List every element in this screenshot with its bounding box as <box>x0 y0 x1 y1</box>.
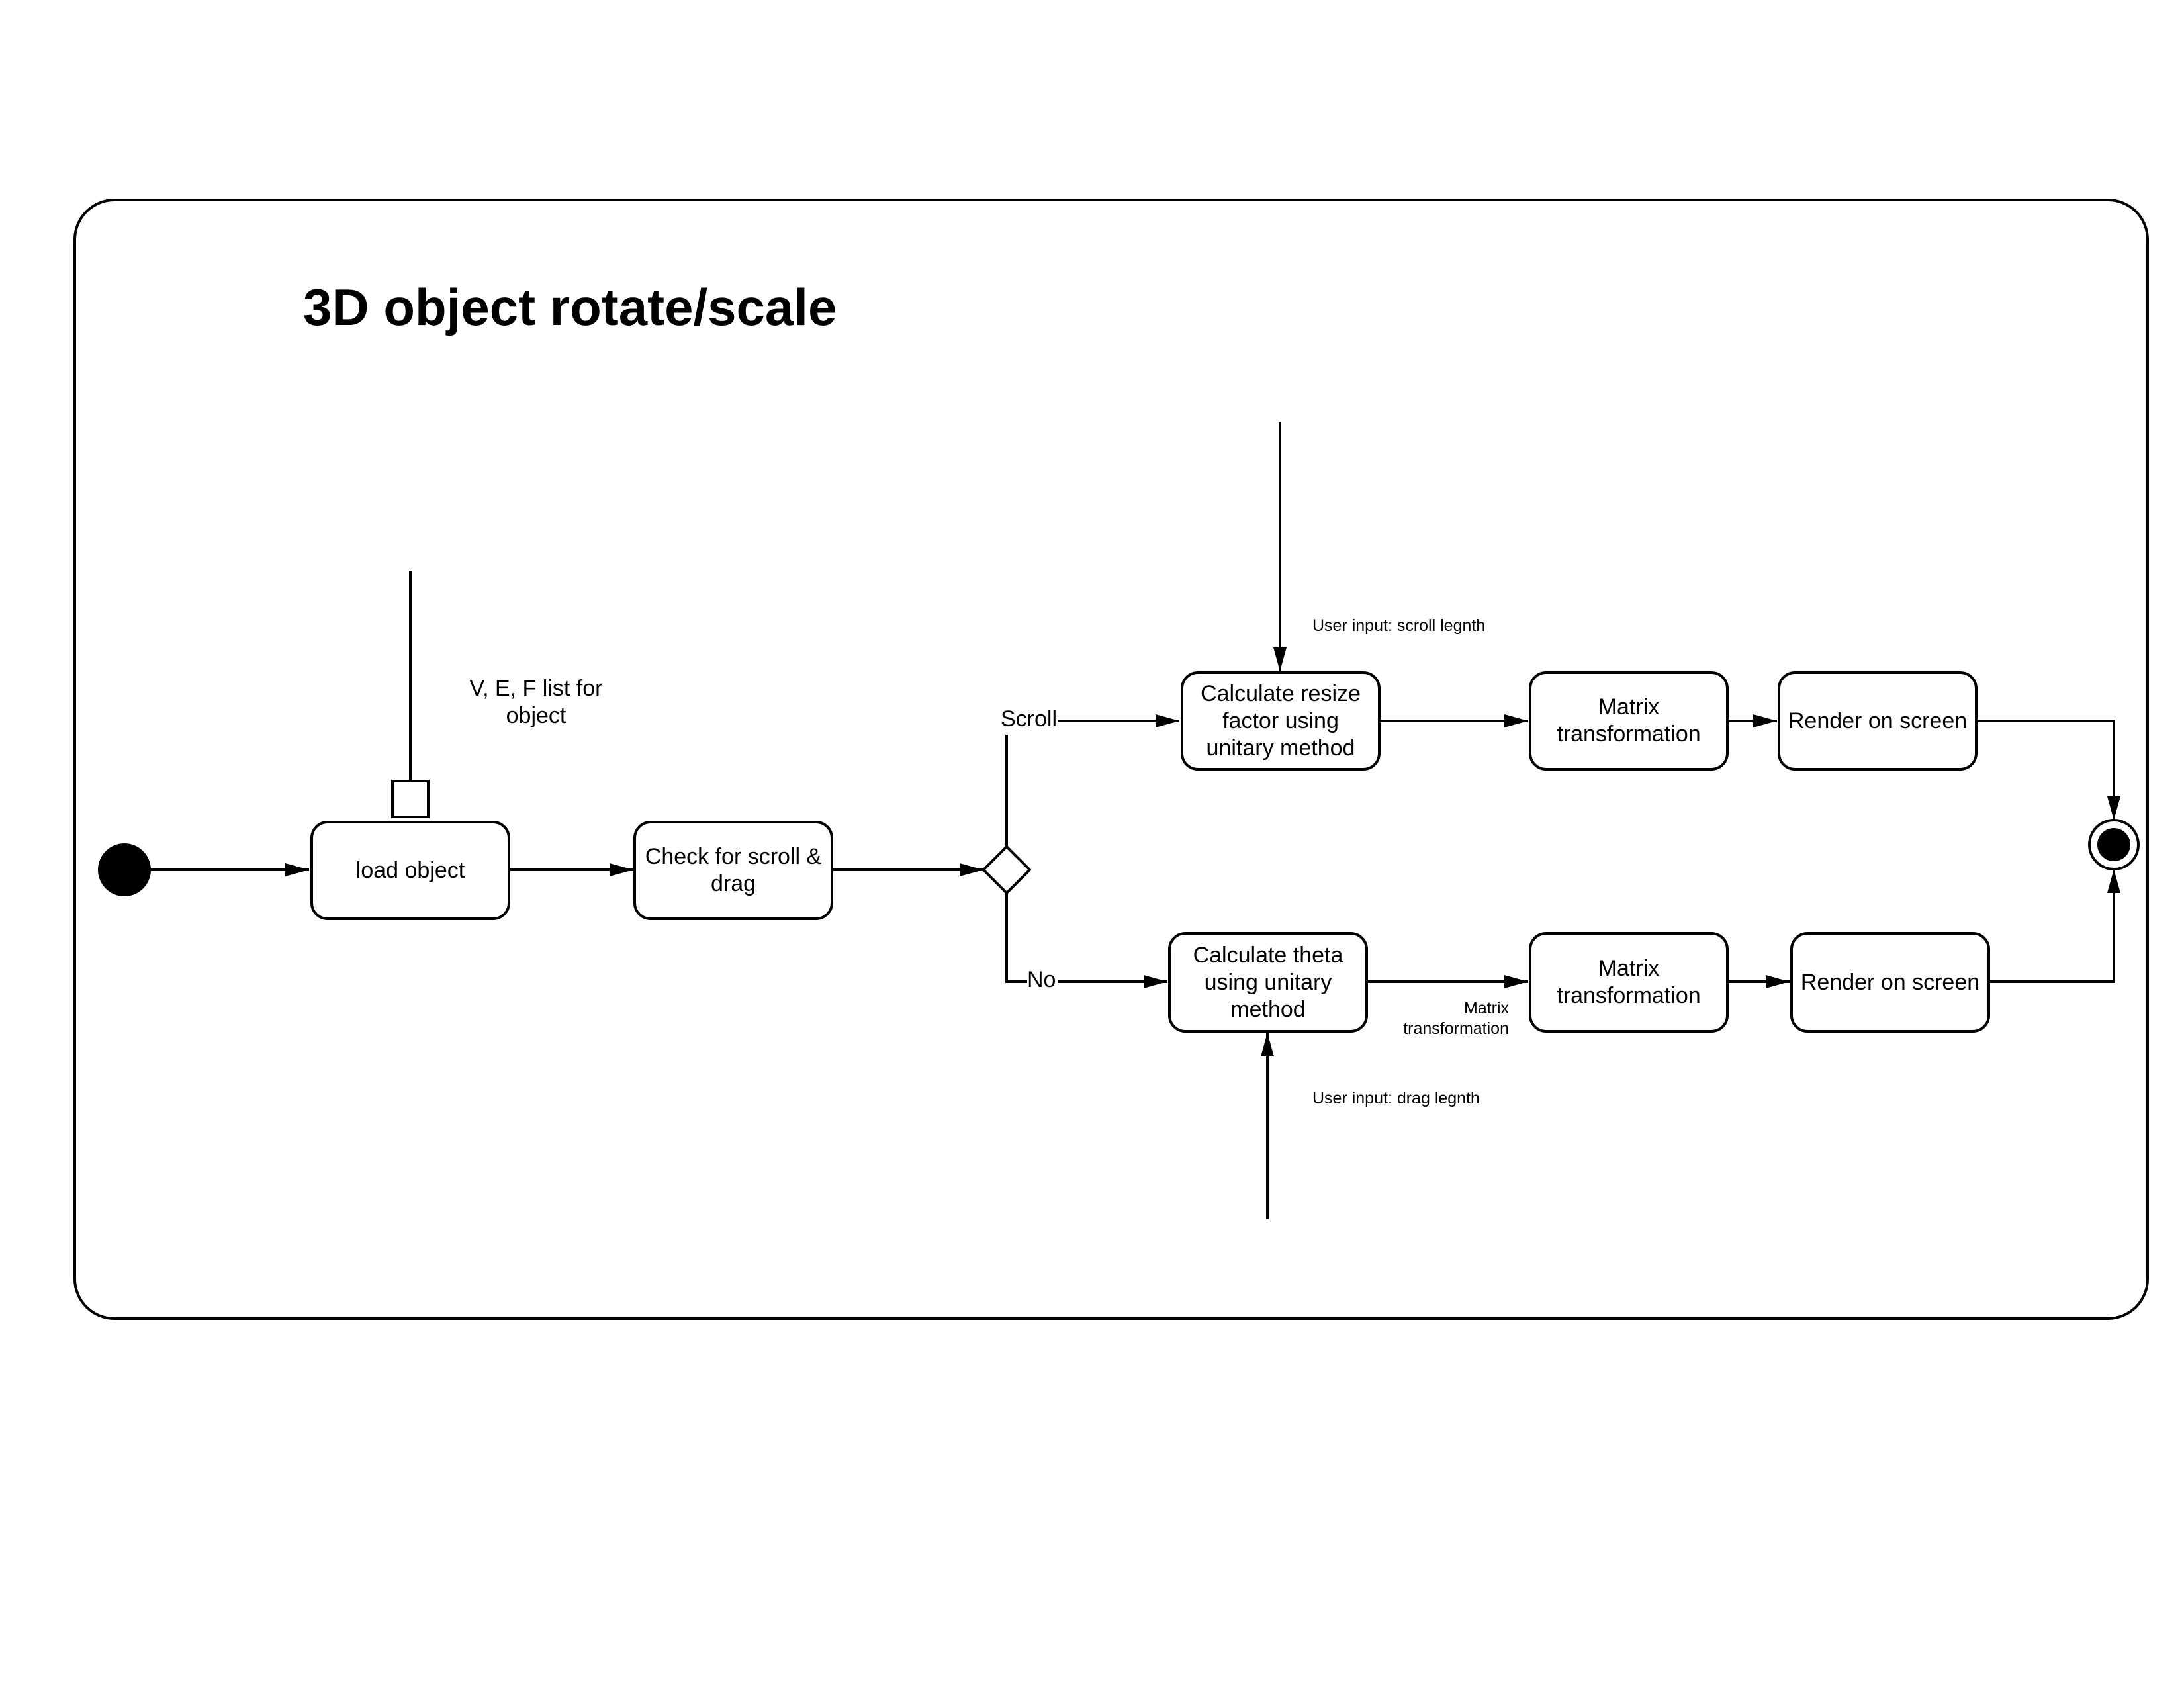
branch-scroll-label: Scroll <box>1001 706 1058 731</box>
edge-render-bottom-to-final <box>1988 869 2120 983</box>
scroll-input-label: User input: scroll legnth <box>1312 616 1486 635</box>
node-check-scroll-drag-label: Check for scroll & drag <box>645 844 822 896</box>
initial-node <box>98 843 151 896</box>
diagram-frame <box>73 199 2149 1320</box>
node-matrix-bottom-label: Matrix transformation <box>1557 956 1701 1008</box>
node-render-top-label: Render on screen <box>1788 708 1968 733</box>
node-render-bottom: Render on screen <box>1790 932 1990 1033</box>
edge-decision-no <box>1005 893 1027 983</box>
node-matrix-bottom: Matrix transformation <box>1529 932 1729 1033</box>
node-render-top: Render on screen <box>1778 671 1978 771</box>
pin-note-label: V, E, F list for object <box>469 676 603 728</box>
node-load-object: load object <box>310 821 510 920</box>
edge-render-top-to-final <box>1976 720 2120 820</box>
edge-matrix-note: Matrix transformation <box>1403 999 1509 1038</box>
node-calc-resize: Calculate resize factor using unitary me… <box>1181 671 1381 771</box>
branch-no-label: No <box>1027 967 1056 992</box>
node-calc-theta-label: Calculate theta using unitary method <box>1193 942 1343 1022</box>
drag-input-label: User input: drag legnth <box>1312 1089 1480 1107</box>
diagram-title: 3D object rotate/scale <box>303 278 837 336</box>
edges <box>151 422 2120 1219</box>
decision-node <box>982 845 1031 894</box>
object-pin <box>391 780 430 818</box>
node-matrix-top-label: Matrix transformation <box>1557 694 1701 747</box>
final-node <box>2088 819 2140 870</box>
node-load-object-label: load object <box>355 857 465 883</box>
node-calc-resize-label: Calculate resize factor using unitary me… <box>1201 680 1361 761</box>
node-matrix-top: Matrix transformation <box>1529 671 1729 771</box>
node-check-scroll-drag: Check for scroll & drag <box>633 821 833 920</box>
node-render-bottom-label: Render on screen <box>1800 969 1980 995</box>
node-calc-theta: Calculate theta using unitary method <box>1168 932 1368 1033</box>
